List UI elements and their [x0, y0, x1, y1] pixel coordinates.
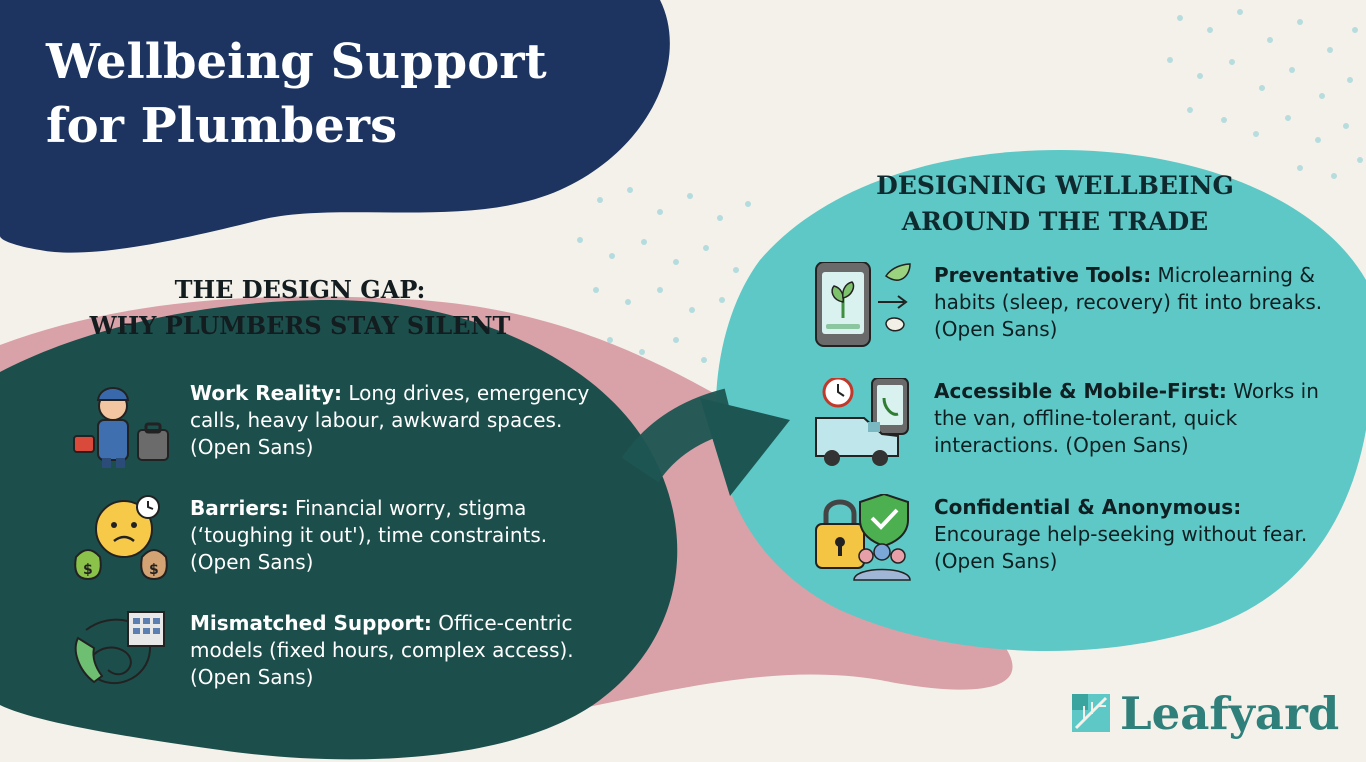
design-gap-heading-line-2: WHY PLUMBERS STAY SILENT	[89, 311, 511, 340]
design-item-preventative-tools: Preventative Tools: Microlearning & habi…	[814, 262, 1334, 352]
svg-text:$: $	[83, 562, 93, 578]
leaf-logo-icon	[1072, 694, 1110, 732]
arrow-icon	[621, 388, 790, 496]
design-item-text: Preventative Tools: Microlearning & habi…	[934, 263, 1323, 341]
plumber-icon	[73, 387, 169, 468]
title-line-2: for Plumbers	[46, 98, 398, 154]
design-item-accessible-mobile-first: Accessible & Mobile-First: Works in the …	[814, 378, 1334, 468]
gap-item-text: Mismatched Support: Office-centric model…	[190, 611, 574, 689]
design-item-confidential-anonymous: Confidential & Anonymous: Encourage help…	[814, 494, 1334, 584]
dark-teal-blob	[0, 300, 678, 760]
gap-item-mismatched-support: Mismatched Support: Office-centric model…	[72, 610, 612, 700]
phone-plant-icon	[815, 262, 911, 347]
design-gap-heading-line-1: THE DESIGN GAP:	[174, 275, 426, 304]
designing-heading-line-1: DESIGNING WELLBEING	[876, 171, 1234, 200]
designing-wellbeing-heading: DESIGNING WELLBEING AROUND THE TRADE	[830, 168, 1280, 240]
van-phone-clock-icon	[815, 378, 909, 466]
page-title: Wellbeing Support for Plumbers	[46, 30, 646, 158]
gap-item-barriers: $ $ Barriers: Financial worry, stigma (‘…	[72, 495, 612, 585]
design-item-text: Accessible & Mobile-First: Works in the …	[934, 379, 1319, 457]
designing-heading-line-2: AROUND THE TRADE	[901, 207, 1209, 236]
lock-shield-people-icon	[815, 494, 911, 581]
title-line-1: Wellbeing Support	[46, 34, 547, 90]
design-gap-heading: THE DESIGN GAP: WHY PLUMBERS STAY SILENT	[40, 272, 560, 344]
design-item-text: Confidential & Anonymous: Encourage help…	[934, 495, 1308, 573]
gap-item-text: Work Reality: Long drives, emergency cal…	[190, 381, 590, 459]
tangled-phone-office-icon	[74, 611, 165, 685]
svg-text:$: $	[149, 562, 159, 578]
navy-blob	[0, 0, 670, 253]
dot-pattern-top-right	[1167, 9, 1363, 179]
gap-item-text: Barriers: Financial worry, stigma (‘toug…	[190, 496, 548, 574]
gap-item-work-reality: Work Reality: Long drives, emergency cal…	[72, 380, 612, 470]
worried-face-money-icon: $ $	[74, 495, 168, 581]
brand-name: Leafyard	[1120, 687, 1340, 740]
